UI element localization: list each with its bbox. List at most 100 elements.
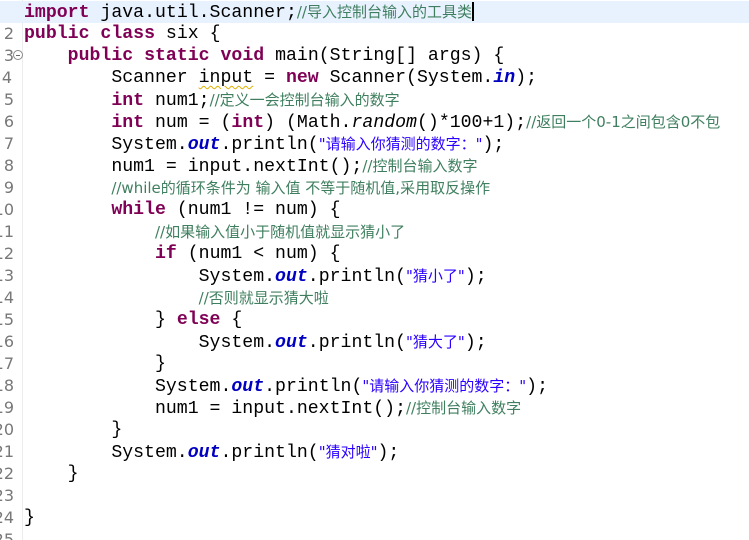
line-number: 23 [0,486,14,505]
text-cursor [471,2,474,21]
comment: //如果输入值小于随机值就显示猜小了 [154,223,406,241]
code-line-25[interactable]: 25 } [0,507,749,540]
indent [24,91,111,111]
code-line-16[interactable]: 16 } else { [0,309,749,351]
code-text[interactable]: if (num1 < num) { [24,243,341,265]
code-line-6[interactable]: 6 int num1;//定义一会控制台输入的数字 [0,89,749,131]
code-line-7[interactable]: 7 int num = (int) (Math.random()*100+1);… [0,111,749,153]
line-number: 10 [0,200,14,219]
string-literal: "猜大了" [406,333,465,351]
code-line-22[interactable]: 22 System.out.println("猜对啦"); [0,441,749,483]
code-token: Scanner [24,68,199,88]
code-token: System. [24,377,232,397]
code-text[interactable]: } [24,507,35,529]
code-text[interactable]: System.out.println("请输入你猜测的数字："); [24,133,504,156]
code-text[interactable]: System.out.println("猜对啦"); [24,441,399,464]
code-token [210,46,221,66]
comment: //控制台输入数字 [362,157,478,175]
code-line-5[interactable]: 5 Scanner input = new Scanner(System.in)… [0,67,749,109]
indent [24,223,155,243]
code-line-26[interactable]: 26 [0,529,749,540]
code-token: System. [24,267,276,287]
code-text[interactable]: //如果输入值小于随机值就显示猜小了 [24,221,405,244]
code-text[interactable]: System.out.println("猜小了"); [24,265,487,288]
comment: //while的循环条件为 输入值 不等于随机值,采用取反操作 [111,179,491,197]
code-text[interactable]: } [24,463,79,485]
code-token [133,46,144,66]
code-token: num1; [144,91,210,111]
indent [24,289,199,309]
line-number: 2 [3,24,14,43]
code-line-3[interactable]: 3 public class six { [0,23,749,65]
code-line-4[interactable]: 4 public static void main(String[] args)… [0,45,749,87]
static-field: out [187,443,221,463]
code-line-18[interactable]: 18 } [0,353,749,395]
code-line-24[interactable]: 24 [0,485,749,527]
code-line-11[interactable]: 11 while (num1 != num) { [0,199,749,241]
static-field: out [231,377,265,397]
code-text[interactable]: //否则就显示猜大啦 [24,287,329,310]
code-text[interactable]: import java.util.Scanner;//导入控制台输入的工具类 [24,1,474,24]
code-line-12[interactable]: 12 //如果输入值小于随机值就显示猜小了 [0,221,749,263]
keyword: else [176,310,221,330]
code-text[interactable]: //while的循环条件为 输入值 不等于随机值,采用取反操作 [24,177,490,200]
code-token: ); [464,267,487,287]
code-line-9[interactable]: 9 num1 = input.nextInt();//控制台输入数字 [0,155,749,197]
code-line-20[interactable]: 20 num1 = input.nextInt();//控制台输入数字 [0,397,749,439]
line-number: 13 [0,266,14,285]
code-text[interactable]: Scanner input = new Scanner(System.in); [24,67,537,89]
line-number: 22 [0,464,14,483]
code-line-10[interactable]: 10 //while的循环条件为 输入值 不等于随机值,采用取反操作 [0,177,749,219]
static-field: out [275,333,308,353]
line-number: 19 [0,398,14,417]
keyword: class [100,24,155,44]
code-line-14[interactable]: 14 System.out.println("猜小了"); [0,265,749,307]
code-token: ); [464,333,487,353]
code-text[interactable]: } [24,353,166,375]
code-token [90,24,101,44]
code-line-2[interactable]: 2 import java.util.Scanner;//导入控制台输入的工具类 [0,1,749,43]
comment: //定义一会控制台输入的数字 [209,91,400,109]
code-text[interactable]: } [24,419,122,441]
code-text[interactable]: System.out.println("猜大了"); [24,331,487,354]
line-number-gutter [0,0,23,540]
line-number: 3 [3,46,14,65]
code-token: ); [526,377,549,397]
code-token: ); [515,68,538,88]
code-text[interactable]: System.out.println("请输入你猜测的数字："); [24,375,548,398]
code-text[interactable]: while (num1 != num) { [24,199,340,221]
code-text[interactable]: int num1;//定义一会控制台输入的数字 [24,89,400,112]
code-line-23[interactable]: 23 } [0,463,749,505]
code-line-8[interactable]: 8 System.out.println("请输入你猜测的数字："); [0,133,749,175]
code-text[interactable]: public static void main(String[] args) { [24,45,505,67]
line-number: 20 [0,420,14,439]
code-line-13[interactable]: 13 if (num1 < num) { [0,243,749,285]
code-text[interactable]: num1 = input.nextInt();//控制台输入数字 [24,155,477,178]
line-number: 15 [0,310,14,329]
code-line-21[interactable]: 21 } [0,419,749,461]
code-token: .println( [307,267,407,287]
code-line-19[interactable]: 19 System.out.println("请输入你猜测的数字："); [0,375,749,417]
code-line-17[interactable]: 17 System.out.println("猜大了"); [0,331,749,373]
string-literal: "请输入你猜测的数字：" [362,377,527,395]
code-text[interactable]: public class six { [24,23,221,45]
code-line-15[interactable]: 15 //否则就显示猜大啦 [0,287,749,329]
code-token: } [24,354,166,374]
indent [24,113,111,133]
code-token: Scanner(System. [318,68,494,88]
code-token: main(String[] args) { [264,46,505,66]
warning-variable[interactable]: input [198,68,254,88]
code-text[interactable]: num1 = input.nextInt();//控制台输入数字 [24,397,521,420]
code-text[interactable]: } else { [24,309,242,331]
line-number: 11 [0,222,14,241]
code-text[interactable]: int num = (int) (Math.random()*100+1);//… [24,111,720,134]
line-number: 24 [0,508,14,527]
line-number: 6 [3,112,14,131]
keyword: if [154,244,177,264]
indent [24,200,111,220]
collapse-fold-icon[interactable] [13,50,23,60]
static-field: out [275,267,308,287]
code-token: six { [155,24,221,44]
code-token: ()*100+1); [416,113,527,133]
